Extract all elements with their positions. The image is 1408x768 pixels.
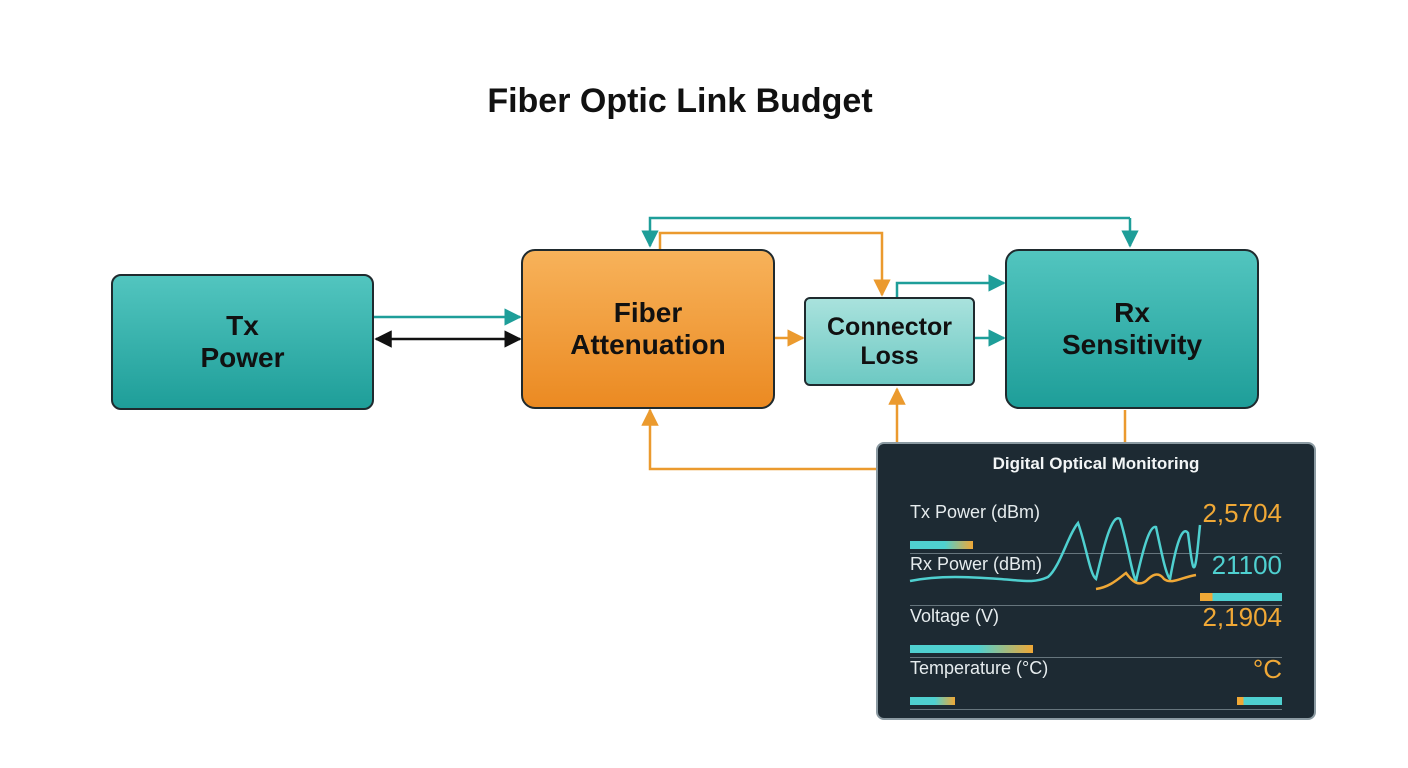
signal-waveform — [909, 517, 1202, 591]
monitor-row-value: 2,5704 — [1202, 498, 1282, 528]
fiber-to-connector-top-arrow — [658, 231, 891, 297]
level-bar — [910, 645, 1033, 653]
monitor-row-label: Temperature (°C) — [910, 658, 1049, 678]
connector-top-to-rx-arrow — [895, 274, 1006, 298]
monitor-row: Tx Power (dBm) 2,5704 — [910, 498, 1282, 554]
monitor-row-label: Voltage (V) — [910, 606, 1000, 626]
level-bar-right — [1200, 593, 1282, 601]
monitor-row: Voltage (V) 2,1904 — [910, 602, 1282, 658]
row-divider — [910, 605, 1282, 606]
level-bar — [910, 541, 974, 549]
diagram-title: Fiber Optic Link Budget — [487, 82, 873, 120]
orange-waveform — [1095, 571, 1197, 591]
monitor-row-value: °C — [1252, 654, 1282, 684]
monitor-row-value: 2,1904 — [1202, 602, 1282, 632]
digital-optical-monitoring-panel: Digital Optical Monitoring Tx Power (dBm… — [876, 442, 1316, 720]
tx-power-label: Tx Power — [200, 309, 285, 373]
top-loop-to-fiber-arrow — [641, 216, 1130, 248]
teal-waveform — [909, 517, 1202, 585]
level-bar — [910, 697, 955, 705]
monitor-title: Digital Optical Monitoring — [992, 454, 1200, 473]
row-divider — [910, 709, 1282, 710]
monitor-row: Temperature (°C) °C — [910, 654, 1282, 710]
connector-loss-block: Connector Loss — [804, 297, 975, 386]
row-divider — [910, 657, 1282, 658]
rx-sensitivity-label: Rx Sensitivity — [1061, 296, 1203, 360]
monitor-row-label: Rx Power (dBm) — [910, 554, 1043, 574]
monitor-to-fiber-arrow — [641, 408, 897, 471]
monitor-row: Rx Power (dBm) 21100 — [910, 550, 1282, 606]
fiber-attenuation-block: Fiber Attenuation — [521, 249, 775, 409]
tx-power-block: Tx Power — [111, 274, 374, 410]
monitor-row-value: 21100 — [1211, 550, 1282, 580]
rx-sensitivity-block: Rx Sensitivity — [1005, 249, 1259, 409]
connector-loss-label: Connector Loss — [827, 312, 952, 370]
monitor-row-label: Tx Power (dBm) — [910, 502, 1041, 522]
level-bar-right — [1237, 697, 1282, 705]
fiber-attenuation-label: Fiber Attenuation — [570, 296, 726, 360]
row-divider — [910, 553, 1282, 554]
